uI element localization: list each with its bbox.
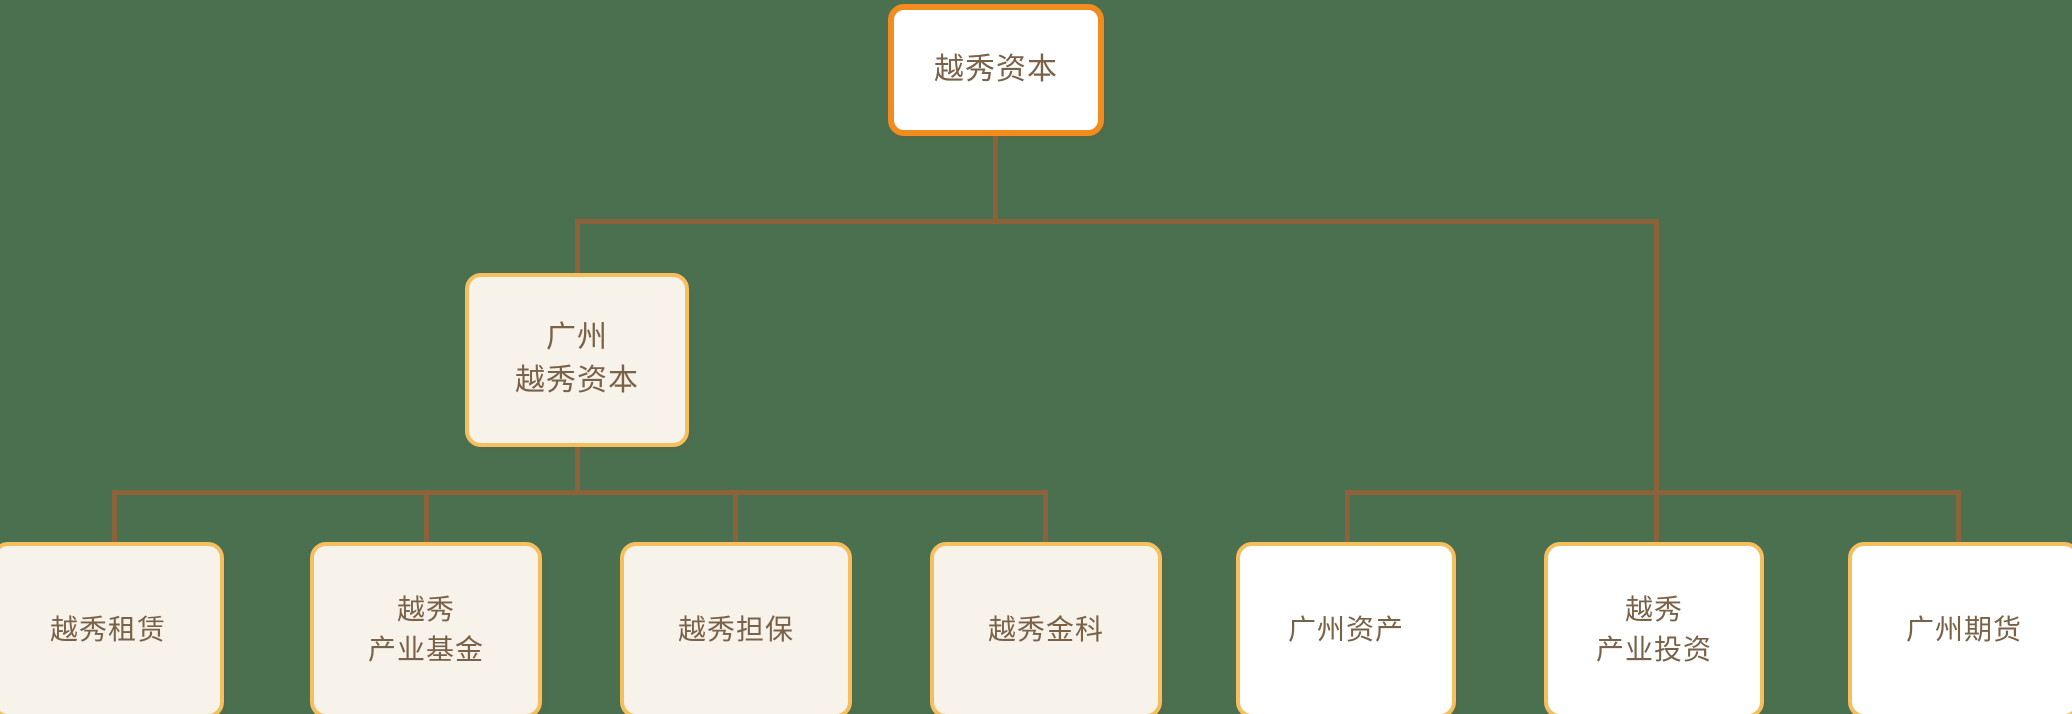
connector-drop-yuexiu-leasing	[112, 490, 117, 544]
org-node-yuexiu-industry-investment-label: 越秀 产业投资	[1595, 594, 1712, 665]
connector-level2-stem	[575, 447, 580, 495]
org-node-yuexiu-industry-fund[interactable]: 越秀 产业基金	[310, 542, 542, 714]
org-node-root-label: 越秀资本	[934, 52, 1058, 86]
org-node-yuexiu-guarantee-label: 越秀担保	[677, 614, 794, 646]
connector-drop-yuexiu-industry-fund	[424, 490, 429, 544]
org-node-guangzhou-assets[interactable]: 广州资产	[1236, 542, 1456, 714]
connector-drop-yuexiu-industry-investment	[1654, 490, 1659, 544]
connector-drop-yuexiu-fintech	[1043, 490, 1048, 544]
org-node-guangzhou-futures[interactable]: 广州期货	[1848, 542, 2072, 714]
org-node-root[interactable]: 越秀资本	[888, 4, 1104, 136]
org-node-yuexiu-fintech-label: 越秀金科	[987, 614, 1104, 646]
connector-to-guangzhou-yuexiu-capital	[575, 219, 580, 303]
org-node-guangzhou-assets-label: 广州资产	[1287, 614, 1404, 646]
connector-drop-guangzhou-assets	[1345, 490, 1350, 544]
org-node-yuexiu-leasing[interactable]: 越秀租赁	[0, 542, 224, 714]
org-node-guangzhou-yuexiu-capital[interactable]: 广州 越秀资本	[465, 273, 689, 447]
org-node-yuexiu-fintech[interactable]: 越秀金科	[930, 542, 1162, 714]
org-node-yuexiu-leasing-label: 越秀租赁	[49, 614, 166, 646]
org-node-guangzhou-yuexiu-capital-label: 广州 越秀资本	[515, 321, 639, 397]
connector-root-bus	[575, 219, 1659, 224]
org-node-yuexiu-industry-investment[interactable]: 越秀 产业投资	[1544, 542, 1764, 714]
connector-drop-guangzhou-futures	[1956, 490, 1961, 544]
org-node-guangzhou-futures-label: 广州期货	[1905, 614, 2022, 646]
org-node-yuexiu-guarantee[interactable]: 越秀担保	[620, 542, 852, 714]
connector-drop-yuexiu-guarantee	[733, 490, 738, 544]
connector-right-leaf-bus	[1345, 490, 1961, 495]
org-node-yuexiu-industry-fund-label: 越秀 产业基金	[367, 594, 484, 665]
connector-root-right-drop	[1654, 219, 1659, 494]
connector-left-leaf-bus	[112, 490, 1048, 495]
connector-root-stem	[993, 136, 998, 224]
